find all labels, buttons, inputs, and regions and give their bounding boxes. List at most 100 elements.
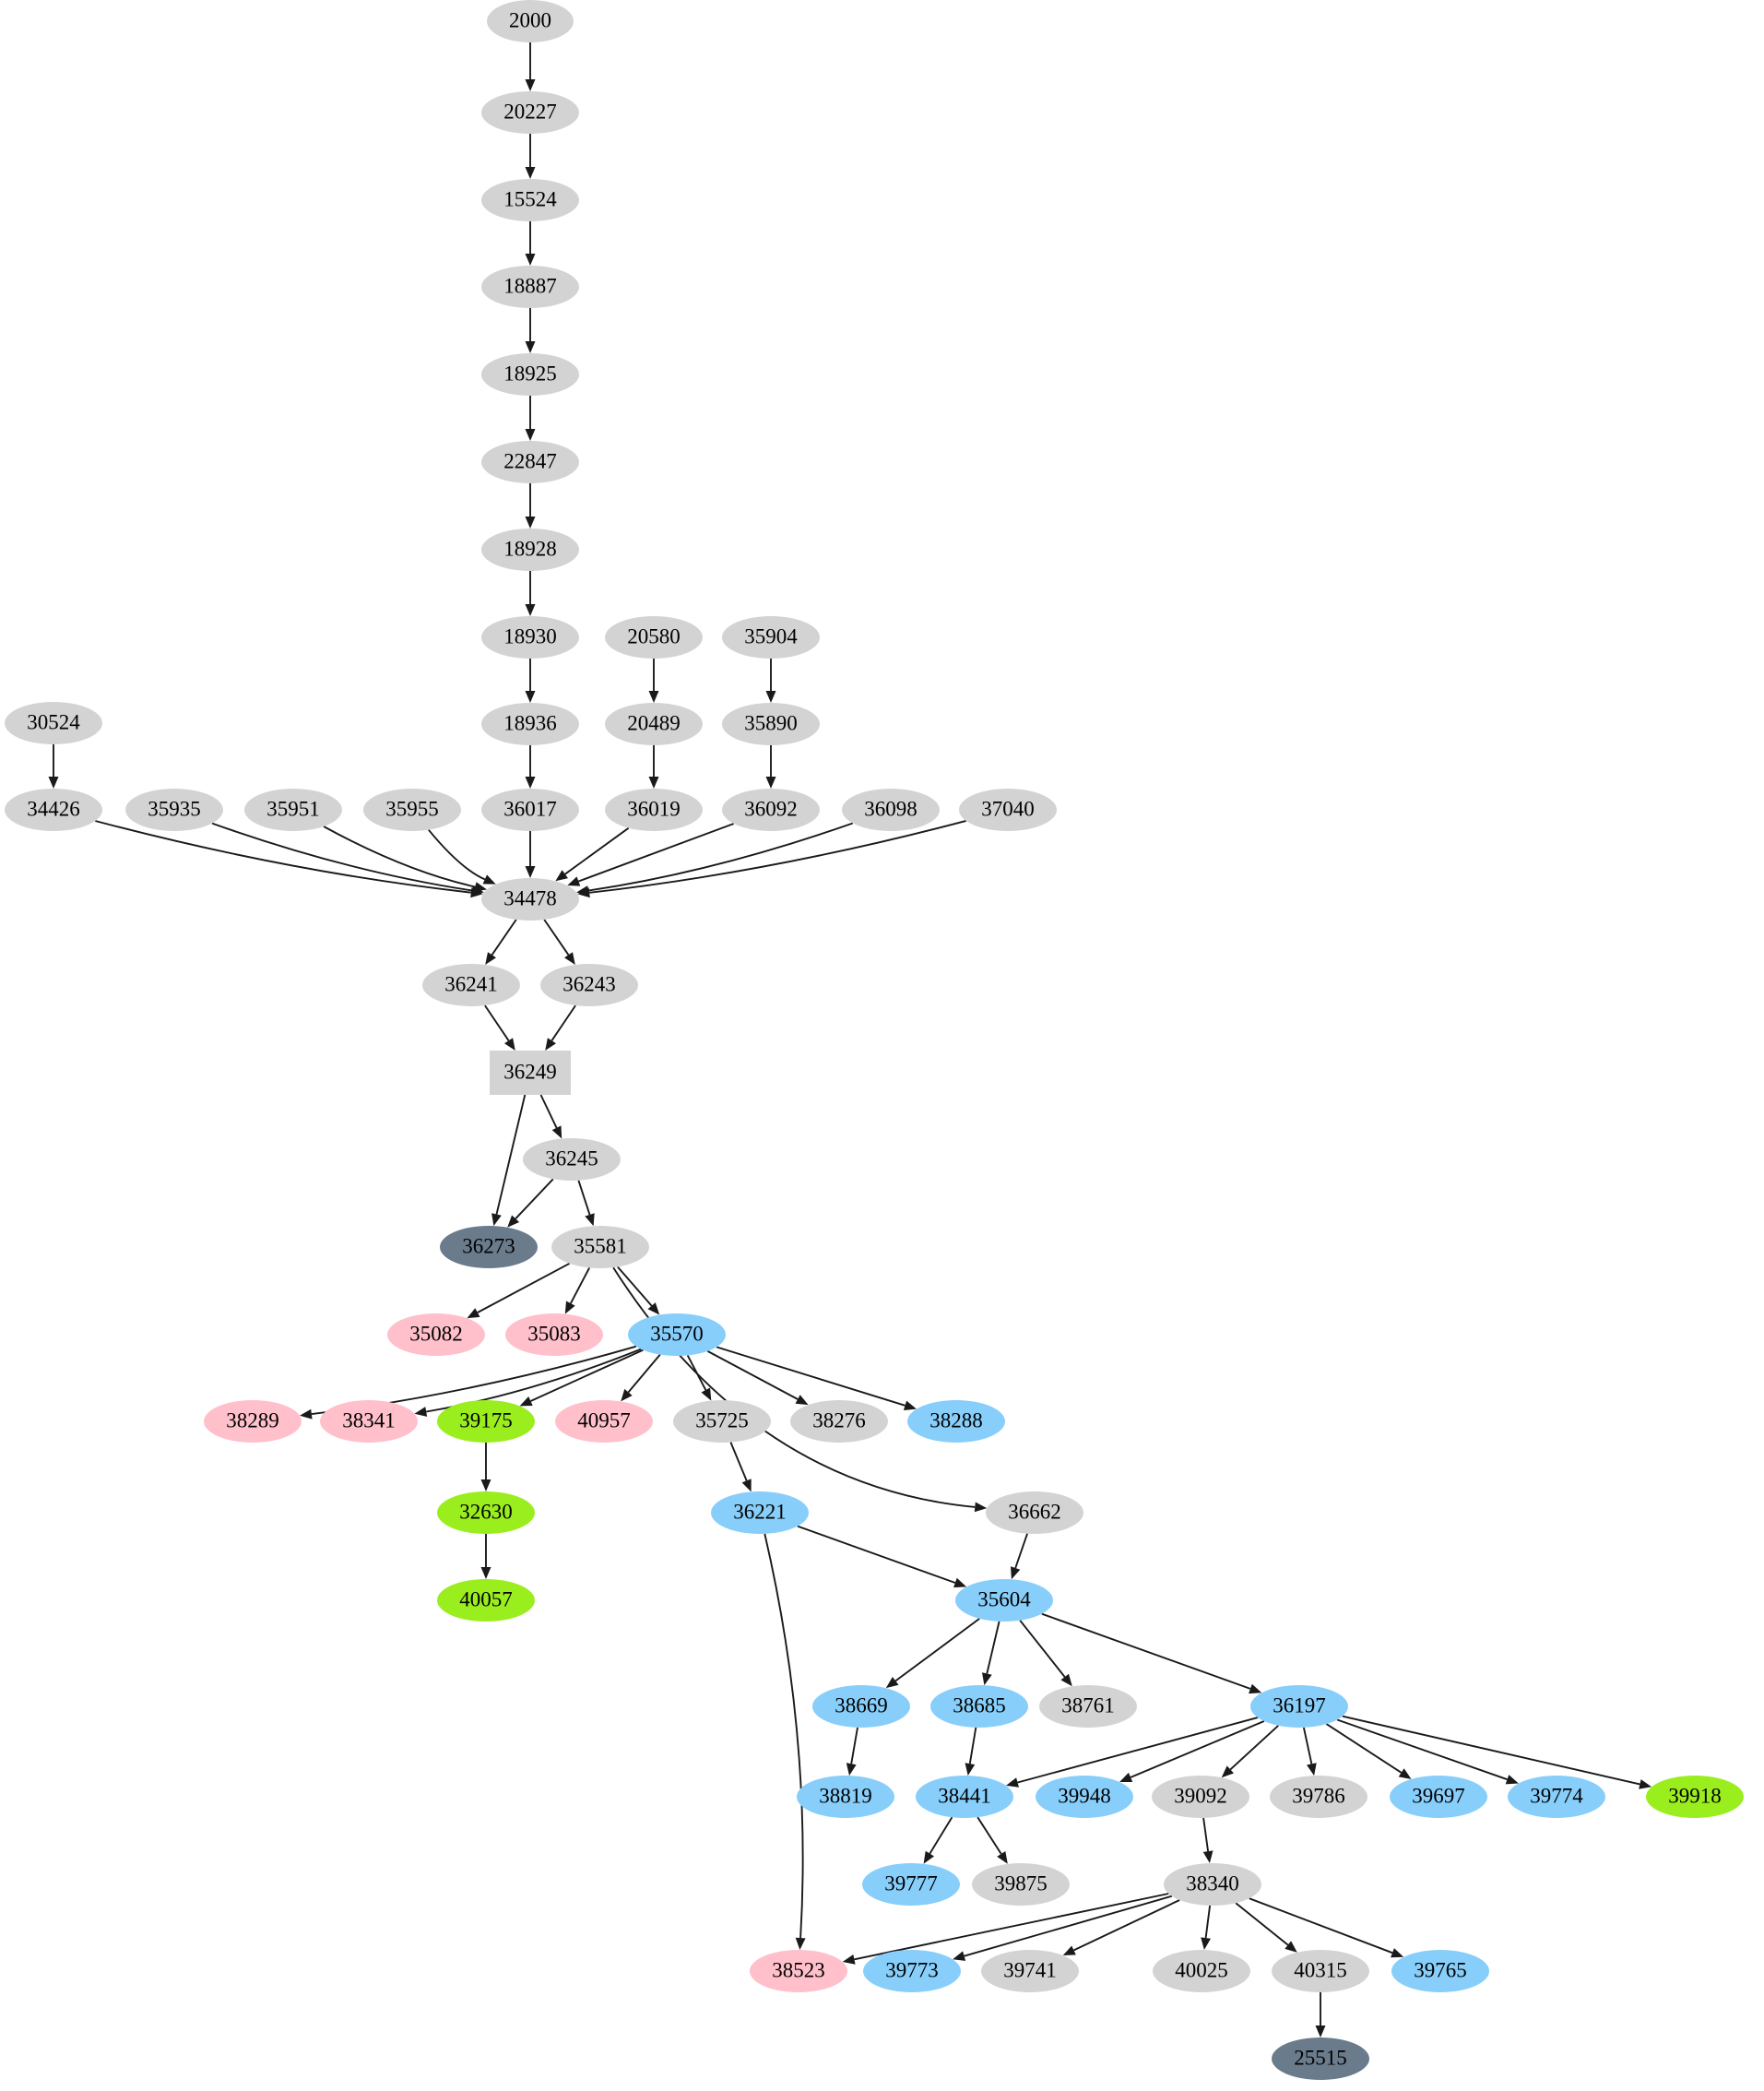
- node-ellipse-shape[interactable]: [387, 1313, 485, 1356]
- node-ellipse-shape[interactable]: [481, 529, 579, 571]
- graph-node-18928[interactable]: 18928: [481, 529, 579, 571]
- graph-node-38341[interactable]: 38341: [320, 1400, 418, 1443]
- node-ellipse-shape[interactable]: [320, 1400, 418, 1443]
- node-ellipse-shape[interactable]: [1508, 1776, 1605, 1818]
- graph-node-35951[interactable]: 35951: [244, 789, 342, 831]
- node-ellipse-shape[interactable]: [916, 1776, 1013, 1818]
- graph-node-37040[interactable]: 37040: [959, 789, 1057, 831]
- graph-node-39765[interactable]: 39765: [1391, 1950, 1489, 1992]
- node-ellipse-shape[interactable]: [481, 878, 579, 921]
- node-ellipse-shape[interactable]: [722, 616, 820, 659]
- graph-node-18925[interactable]: 18925: [481, 353, 579, 396]
- node-ellipse-shape[interactable]: [1390, 1776, 1487, 1818]
- node-ellipse-shape[interactable]: [244, 789, 342, 831]
- graph-node-36241[interactable]: 36241: [422, 964, 520, 1006]
- node-ellipse-shape[interactable]: [437, 1491, 535, 1534]
- node-ellipse-shape[interactable]: [1272, 1950, 1369, 1992]
- graph-node-36098[interactable]: 36098: [842, 789, 940, 831]
- graph-node-40057[interactable]: 40057: [437, 1579, 535, 1622]
- graph-node-20580[interactable]: 20580: [605, 616, 703, 659]
- graph-node-38685[interactable]: 38685: [930, 1685, 1028, 1728]
- node-ellipse-shape[interactable]: [481, 441, 579, 483]
- graph-node-35955[interactable]: 35955: [363, 789, 461, 831]
- graph-node-30524[interactable]: 30524: [5, 702, 102, 744]
- node-ellipse-shape[interactable]: [1272, 2038, 1369, 2080]
- node-ellipse-shape[interactable]: [437, 1579, 535, 1622]
- node-ellipse-shape[interactable]: [605, 616, 703, 659]
- node-ellipse-shape[interactable]: [481, 703, 579, 745]
- graph-node-38276[interactable]: 38276: [790, 1400, 888, 1443]
- graph-node-40025[interactable]: 40025: [1153, 1950, 1250, 1992]
- node-ellipse-shape[interactable]: [722, 703, 820, 745]
- node-ellipse-shape[interactable]: [797, 1776, 894, 1818]
- node-ellipse-shape[interactable]: [505, 1313, 603, 1356]
- graph-node-36273[interactable]: 36273: [440, 1226, 538, 1268]
- graph-node-39786[interactable]: 39786: [1270, 1776, 1367, 1818]
- graph-node-38289[interactable]: 38289: [204, 1400, 302, 1443]
- graph-node-22847[interactable]: 22847: [481, 441, 579, 483]
- graph-node-20227[interactable]: 20227: [481, 91, 579, 134]
- graph-node-35904[interactable]: 35904: [722, 616, 820, 659]
- graph-node-20489[interactable]: 20489: [605, 703, 703, 745]
- node-box-shape[interactable]: [490, 1051, 571, 1095]
- node-ellipse-shape[interactable]: [959, 789, 1057, 831]
- graph-node-2000[interactable]: 2000: [487, 0, 574, 42]
- node-ellipse-shape[interactable]: [481, 179, 579, 221]
- node-ellipse-shape[interactable]: [125, 789, 223, 831]
- node-ellipse-shape[interactable]: [523, 1138, 621, 1181]
- graph-node-34426[interactable]: 34426: [5, 789, 102, 831]
- node-ellipse-shape[interactable]: [1153, 1950, 1250, 1992]
- node-ellipse-shape[interactable]: [842, 789, 940, 831]
- node-ellipse-shape[interactable]: [955, 1579, 1053, 1622]
- node-ellipse-shape[interactable]: [1270, 1776, 1367, 1818]
- node-ellipse-shape[interactable]: [986, 1491, 1083, 1534]
- node-ellipse-shape[interactable]: [1036, 1776, 1133, 1818]
- graph-node-35725[interactable]: 35725: [673, 1400, 771, 1443]
- graph-node-38340[interactable]: 38340: [1164, 1863, 1261, 1906]
- graph-node-40315[interactable]: 40315: [1272, 1950, 1369, 1992]
- node-ellipse-shape[interactable]: [605, 789, 703, 831]
- node-ellipse-shape[interactable]: [862, 1863, 960, 1906]
- graph-node-39875[interactable]: 39875: [972, 1863, 1070, 1906]
- graph-node-38761[interactable]: 38761: [1039, 1685, 1137, 1728]
- graph-node-32630[interactable]: 32630: [437, 1491, 535, 1534]
- graph-node-35890[interactable]: 35890: [722, 703, 820, 745]
- graph-node-39918[interactable]: 39918: [1646, 1776, 1744, 1818]
- graph-node-35604[interactable]: 35604: [955, 1579, 1053, 1622]
- graph-node-39092[interactable]: 39092: [1152, 1776, 1249, 1818]
- graph-node-18887[interactable]: 18887: [481, 266, 579, 308]
- node-ellipse-shape[interactable]: [1391, 1950, 1489, 1992]
- graph-node-39777[interactable]: 39777: [862, 1863, 960, 1906]
- graph-node-39948[interactable]: 39948: [1036, 1776, 1133, 1818]
- graph-node-36092[interactable]: 36092: [722, 789, 820, 831]
- graph-node-38669[interactable]: 38669: [812, 1685, 910, 1728]
- graph-node-36017[interactable]: 36017: [481, 789, 579, 831]
- node-ellipse-shape[interactable]: [907, 1400, 1005, 1443]
- node-ellipse-shape[interactable]: [5, 702, 102, 744]
- node-ellipse-shape[interactable]: [481, 616, 579, 659]
- node-ellipse-shape[interactable]: [422, 964, 520, 1006]
- node-ellipse-shape[interactable]: [5, 789, 102, 831]
- node-ellipse-shape[interactable]: [481, 91, 579, 134]
- graph-node-39697[interactable]: 39697: [1390, 1776, 1487, 1818]
- node-ellipse-shape[interactable]: [981, 1950, 1079, 1992]
- node-ellipse-shape[interactable]: [722, 789, 820, 831]
- graph-node-18936[interactable]: 18936: [481, 703, 579, 745]
- graph-node-35083[interactable]: 35083: [505, 1313, 603, 1356]
- graph-node-35082[interactable]: 35082: [387, 1313, 485, 1356]
- graph-node-38288[interactable]: 38288: [907, 1400, 1005, 1443]
- node-ellipse-shape[interactable]: [551, 1226, 649, 1268]
- node-ellipse-shape[interactable]: [1164, 1863, 1261, 1906]
- node-ellipse-shape[interactable]: [972, 1863, 1070, 1906]
- graph-node-36245[interactable]: 36245: [523, 1138, 621, 1181]
- node-ellipse-shape[interactable]: [628, 1313, 726, 1356]
- node-ellipse-shape[interactable]: [1646, 1776, 1744, 1818]
- node-ellipse-shape[interactable]: [481, 353, 579, 396]
- node-ellipse-shape[interactable]: [440, 1226, 538, 1268]
- graph-node-39741[interactable]: 39741: [981, 1950, 1079, 1992]
- node-ellipse-shape[interactable]: [930, 1685, 1028, 1728]
- graph-node-25515[interactable]: 25515: [1272, 2038, 1369, 2080]
- node-ellipse-shape[interactable]: [481, 789, 579, 831]
- graph-node-35935[interactable]: 35935: [125, 789, 223, 831]
- node-ellipse-shape[interactable]: [711, 1491, 809, 1534]
